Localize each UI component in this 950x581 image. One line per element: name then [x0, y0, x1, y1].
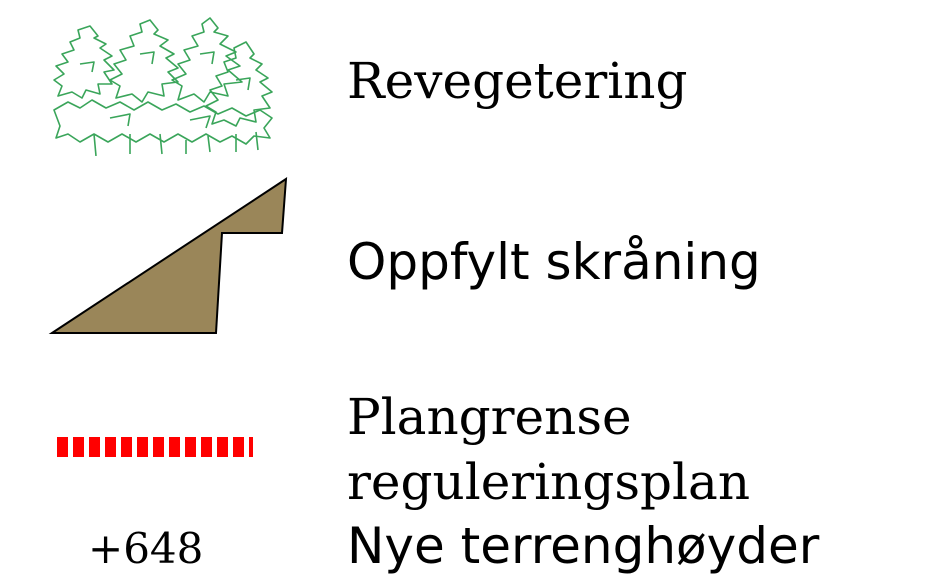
terrain-heights-label: Nye terrenghøyder	[347, 517, 820, 575]
plan-boundary-label-line2: reguleringsplan	[347, 453, 751, 511]
trees-icon	[53, 17, 273, 156]
dashed-boundary-icon	[57, 437, 253, 457]
revegetation-label: Revegetering	[347, 52, 688, 110]
plan-boundary-label-line1: Plangrense	[347, 388, 632, 446]
fill-slope-label: Oppfylt skråning	[347, 233, 761, 291]
fill-slope-icon	[48, 177, 288, 334]
elevation-marker: +648	[88, 524, 204, 573]
